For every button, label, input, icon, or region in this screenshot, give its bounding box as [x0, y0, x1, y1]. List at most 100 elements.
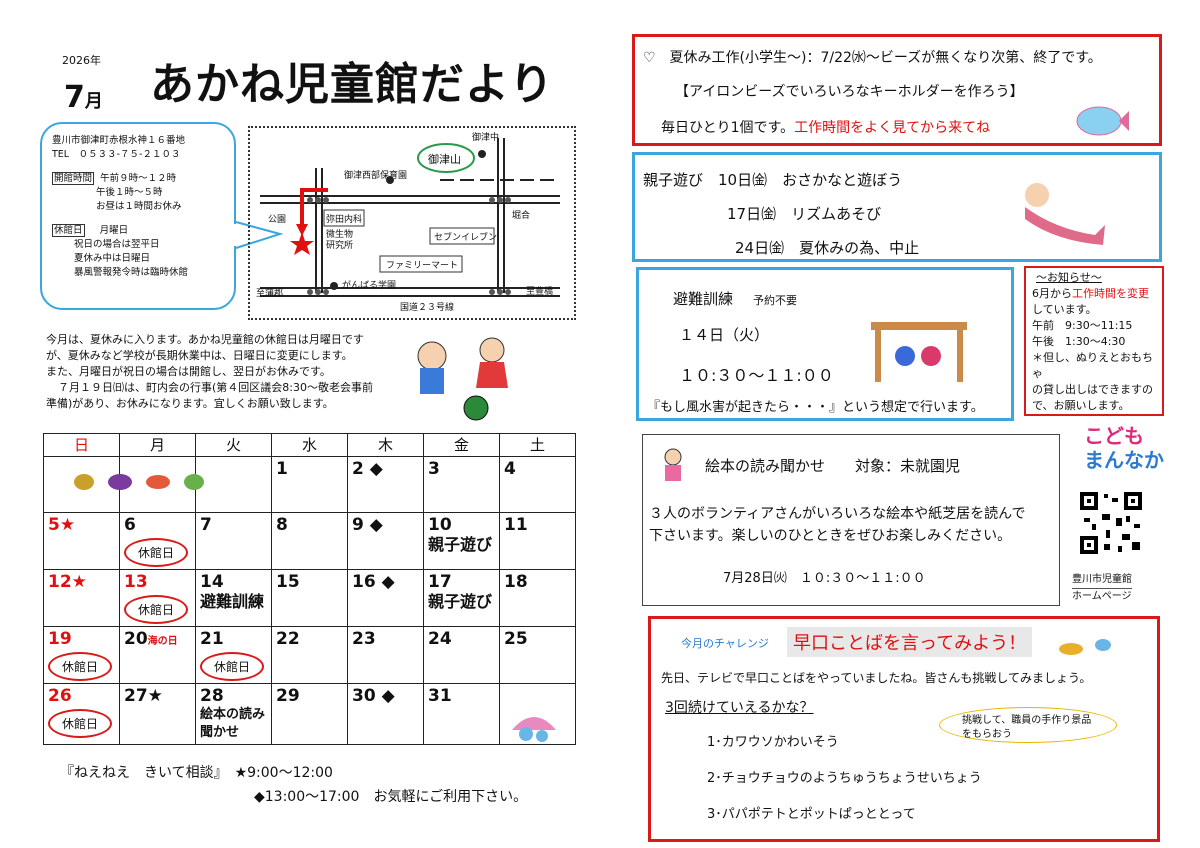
drill-box: 避難訓練予約不要 １４日（火） １０:３０～１１:００ 『もし風水害が起きたら・…: [636, 267, 1014, 421]
weekday-header: 木: [347, 433, 424, 457]
phone: TEL ０５３３-７５-２１０３: [52, 149, 181, 160]
day-number: 5★: [48, 515, 76, 535]
consult-line-2: ◆13:00～17:00 お気軽にご利用下さい。: [254, 789, 528, 805]
notice-line: ７月１９日㈰は、町内会の行事(第４回区議会8:30～敬老会事前: [58, 381, 373, 394]
storytime-box: 絵本の読み聞かせ 対象：未就園児 ３人のボランティアさんがいろいろな絵本や紙芝居…: [642, 434, 1060, 606]
oyako-line-3: 24日㈮ 夏休みの為、中止: [735, 239, 920, 257]
calendar-day-cell: 5★: [43, 512, 120, 570]
calendar-day-cell: 23: [347, 626, 424, 684]
calendar-day-cell: 22: [271, 626, 348, 684]
day-number: 4: [504, 459, 516, 479]
notice-line: また、月曜日が祝日の場合は開館し、翌日がお休みです。: [46, 365, 331, 378]
calendar-day-cell: 16 ◆: [347, 569, 424, 627]
day-number: 2 ◆: [352, 459, 383, 479]
craft-box: ♡ 夏休み工作(小学生～)：7/22㈬～ビーズが無くなり次第、終了です。 【アイ…: [632, 34, 1162, 146]
map-family-mart: ファミリーマート: [386, 261, 459, 271]
announcement-line: で、お願いします。: [1032, 399, 1130, 412]
qr-caption: 豊川市児童館ホームページ: [1072, 572, 1132, 605]
challenge-label: 今月のチャレンジ: [681, 637, 769, 650]
day-number: 18: [504, 572, 528, 592]
calendar-day-cell: 20海の日: [119, 626, 196, 684]
weekday-header: 月: [119, 433, 196, 457]
oyako-line-2: 17日㈮ リズムあそび: [727, 205, 882, 223]
challenge-bubble: 挑戦して、職員の手作り景品をもらおう: [939, 707, 1117, 743]
reading-child-icon: [664, 448, 682, 481]
announcement-line: の貸し出しはできますの: [1032, 383, 1153, 396]
kodomo-mannaka-logo: こどもまんなか: [1084, 424, 1164, 472]
calendar-day-cell: 2 ◆: [347, 456, 424, 513]
announcement-box: ～お知らせ～ 6月から工作時間を変更 しています。 午前 9:30～11:15 …: [1024, 266, 1164, 416]
storytime-line-2: 下さいます。楽しいのひとときをぜひお楽しみください。: [649, 528, 1012, 544]
calendar-day-cell: 1: [271, 456, 348, 513]
hours-lunch: お昼は１時間お休み: [96, 201, 182, 212]
day-number: 25: [504, 629, 528, 649]
qr-code-icon[interactable]: [1078, 490, 1144, 556]
drill-time: １０:３０～１１:００: [679, 366, 834, 385]
drill-date: １４日（火）: [679, 326, 770, 344]
desk-shelter-icon: [871, 322, 967, 382]
map-yada: 弥田内科: [326, 215, 363, 225]
challenge-intro: 先日、テレビで早口ことばをやっていましたね。皆さんも挑戦してみましょう。: [661, 671, 1092, 685]
weekday-header: 水: [271, 433, 348, 457]
notice-line: が、夏休みなど学校が長期休業中は、日曜日に変更にします。: [46, 349, 353, 362]
hat-icon: [1059, 639, 1111, 655]
calendar-day-cell: 18: [499, 569, 576, 627]
drill-title: 避難訓練予約不要: [673, 290, 798, 308]
day-number: 12★: [48, 572, 87, 592]
day-number: 8: [276, 515, 288, 535]
closed-day-badge: 休館日: [48, 652, 113, 681]
month-label: 7月: [64, 80, 103, 115]
closed-day-badge: 休館日: [124, 595, 189, 624]
day-number: 14: [200, 572, 224, 592]
calendar-day-cell: 29: [271, 683, 348, 745]
weekday-header: 日: [43, 433, 120, 457]
closed-rule-1: 祝日の場合は翌平日: [74, 239, 160, 250]
day-number: 28: [200, 686, 224, 706]
calendar-day-cell: 8: [271, 512, 348, 570]
map-ganbaru: がんばる学園: [342, 281, 397, 291]
day-number: 23: [352, 629, 376, 649]
info-panel: 豊川市御津町赤根水神１６番地 TEL ０５３３-７５-２１０３ 開館時間 午前９…: [40, 122, 236, 310]
day-number: 20: [124, 629, 148, 649]
hours-label: 開館時間: [52, 172, 95, 185]
map-gamagori: 至蒲郡: [256, 289, 284, 299]
day-number: 16 ◆: [352, 572, 395, 592]
day-number: 10: [428, 515, 452, 535]
tongue-twister-1: 1･カワウソかわいそう: [707, 735, 839, 750]
challenge-title: 早口ことばを言ってみよう！: [787, 627, 1033, 657]
year-label: 2026年: [62, 54, 101, 67]
closed-rule-3: 暴風警報発令時は臨時休館: [74, 267, 189, 278]
storytime-title: 絵本の読み聞かせ 対象：未就園児: [705, 457, 961, 475]
event-note: 親子遊び: [428, 535, 493, 554]
vegetable-icons: [74, 474, 204, 490]
mermaid-icon: [1025, 183, 1105, 245]
calendar-day-cell: 3: [423, 456, 500, 513]
calendar-day-cell: 4: [499, 456, 576, 513]
calendar-day-cell: 31: [423, 683, 500, 745]
calendar-day-cell: 19 休館日: [43, 626, 120, 684]
calendar-day-cell: 25: [499, 626, 576, 684]
storytime-date: 7月28日㈫ １０:３０～１１:００: [723, 571, 926, 586]
announcement-line: 午後 1:30～4:30: [1032, 335, 1126, 348]
craft-line-2: 【アイロンビーズでいろいろなキーホルダーを作ろう】: [675, 84, 1024, 100]
challenge-subtitle: 3回続けていえるかな？: [665, 700, 814, 716]
day-number: 19: [48, 629, 72, 649]
oyako-box: 親子遊び 10日㈮ おさかなと遊ぼう 17日㈮ リズムあそび 24日㈮ 夏休みの…: [632, 152, 1162, 262]
map-roads: [260, 138, 560, 297]
kids-illustration: [417, 337, 508, 421]
event-note: 絵本の読み 聞かせ: [200, 707, 266, 740]
closed-day-badge: 休館日: [200, 652, 265, 681]
calendar-day-cell: 24: [423, 626, 500, 684]
day-number: 29: [276, 686, 300, 706]
map-horiai: 堀合: [512, 211, 531, 221]
day-number: 7: [200, 515, 212, 535]
day-number: 24: [428, 629, 452, 649]
fish-icon: [1076, 106, 1129, 136]
hours-am: 午前９時～１２時: [100, 173, 177, 184]
